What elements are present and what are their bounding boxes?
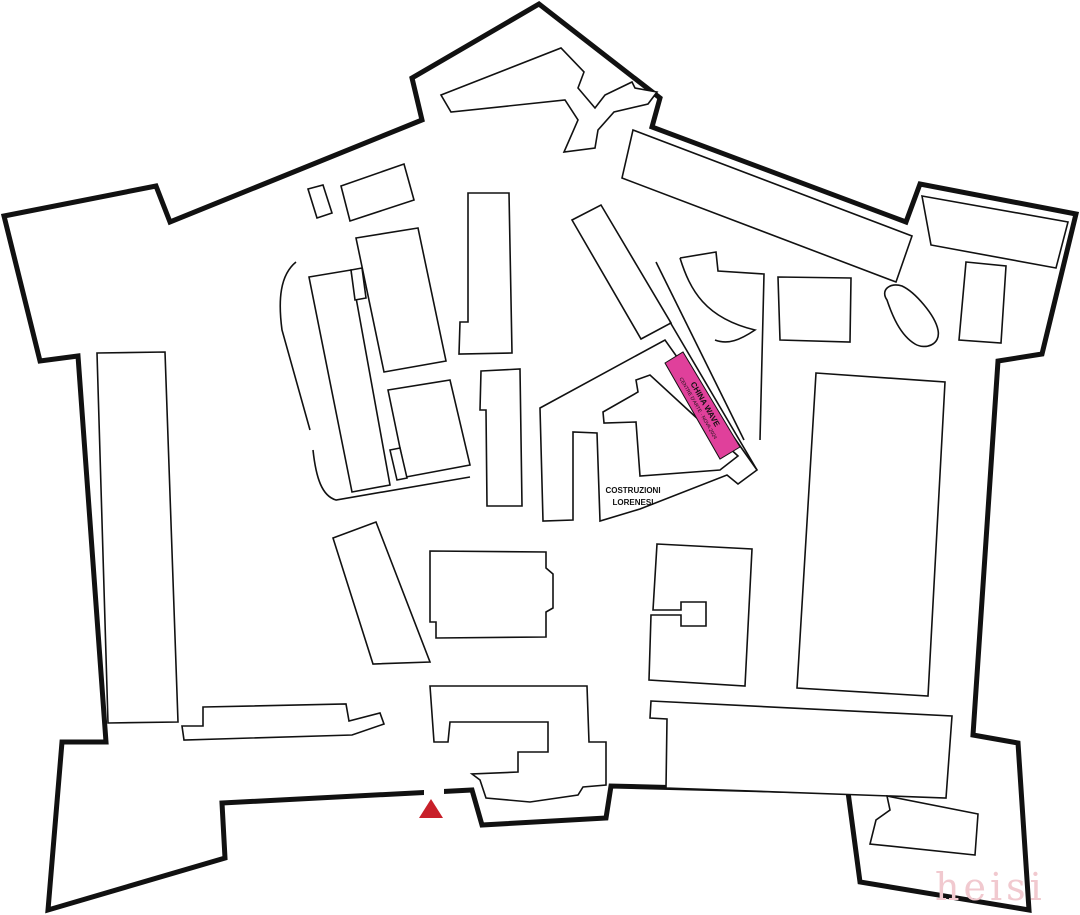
building-east-square <box>777 276 852 343</box>
gate-opening <box>424 788 444 797</box>
building-apex-long <box>439 47 659 153</box>
curve-building-path <box>679 251 765 441</box>
building-cluster-a <box>308 269 391 493</box>
building-west-long <box>96 351 179 724</box>
building-ne-corner <box>921 195 1069 269</box>
building-cluster-e <box>389 447 408 481</box>
costruzioni-label-line1: COSTRUZIONI <box>605 486 660 495</box>
watermark-text: heisi <box>935 865 1046 909</box>
building-center-east <box>648 543 753 687</box>
building-east-large <box>796 372 946 697</box>
diag-line-2 <box>669 321 758 471</box>
building-south-west-strip <box>181 703 386 741</box>
building-south-east-small <box>869 794 979 856</box>
china-wave-box[interactable] <box>664 351 741 460</box>
building-center-block <box>429 550 554 639</box>
building-north-small-1 <box>306 184 334 220</box>
costruzioni-label-line2: LORENESI <box>613 498 654 507</box>
building-south-gate <box>429 685 607 803</box>
curved-wall-west <box>279 261 311 431</box>
red-triangle-icon[interactable] <box>419 799 443 818</box>
building-north-small-2 <box>340 162 415 223</box>
curved-wall-south <box>312 449 471 501</box>
building-south-diagonal <box>332 520 432 665</box>
building-cluster-c <box>355 227 447 373</box>
building-center-narrow <box>479 368 523 507</box>
oval-tank <box>883 284 940 348</box>
building-cluster-b <box>350 267 367 301</box>
diag-line-1 <box>655 261 745 441</box>
building-ne-diagonal <box>621 128 914 284</box>
building-tall-north <box>458 192 513 355</box>
curve-building-arc <box>679 257 757 343</box>
building-costruzioni-inner <box>602 374 740 477</box>
building-east-tall <box>958 261 1007 344</box>
building-south-east-long <box>649 700 953 799</box>
